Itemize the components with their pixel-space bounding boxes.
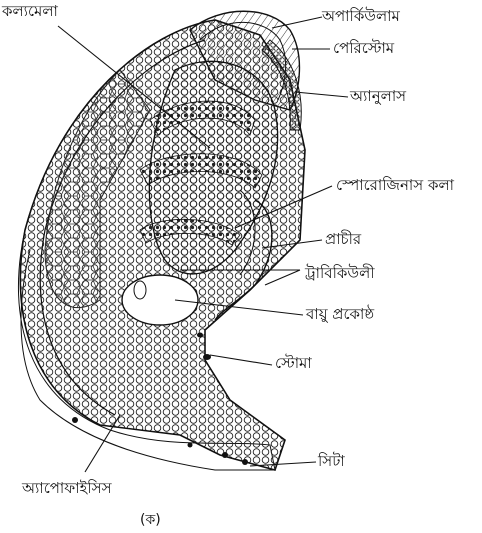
label-seta: সিটা: [318, 453, 345, 470]
air-chamber: [122, 275, 198, 325]
label-columella: কল্যমেলা: [2, 3, 58, 20]
label-peristome: পেরিস্টোম: [333, 40, 394, 57]
figure-caption: (ক): [140, 512, 161, 528]
label-trabeculae: ট্রাবিকিউলী: [305, 265, 375, 282]
label-sporogenous-tissue: স্পোরোজিনাস কলা: [336, 177, 454, 194]
label-operculum: অপার্কিউলাম: [322, 8, 400, 25]
label-air-chamber: বায়ু প্রকোষ্ঠ: [306, 306, 374, 323]
label-stoma: স্টোমা: [275, 355, 312, 372]
label-wall: প্রাচীর: [325, 231, 361, 248]
label-annulus: অ্যানুলাস: [350, 88, 406, 105]
label-apophysis: অ্যাপোফাইসিস: [22, 480, 111, 497]
